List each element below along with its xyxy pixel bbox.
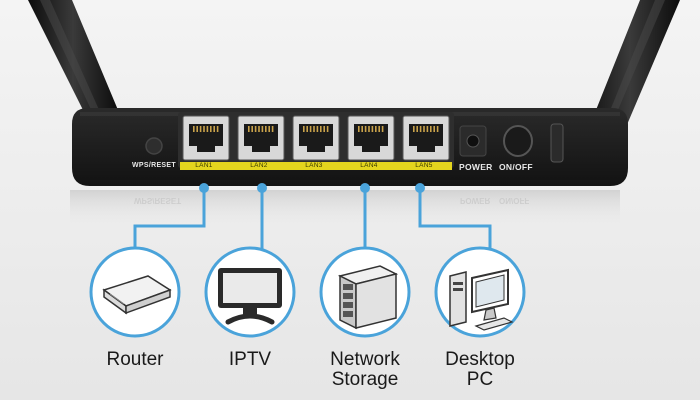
wps-reset-reflection: WPS/RESET — [134, 196, 182, 205]
line-router — [133, 188, 206, 252]
onoff-switch — [503, 125, 533, 157]
port-label-lan1: LAN1 — [195, 162, 213, 169]
lan-port-lan1 — [182, 115, 230, 161]
caption-iptv: IPTV — [228, 349, 272, 370]
onoff-label: ON/OFF — [499, 162, 533, 172]
onoff-reflection: ON/OFF — [499, 196, 530, 205]
power-reflection: POWER — [460, 196, 491, 205]
desktop-pc-icon — [449, 268, 514, 331]
port-label-lan5: LAN5 — [415, 162, 433, 169]
lan-port-lan3 — [292, 115, 340, 161]
wps-reset-label: WPS/RESET — [132, 162, 176, 169]
power-jack-hole — [466, 134, 480, 148]
lan-ports — [182, 115, 450, 161]
line-desktop — [418, 188, 492, 252]
line-dots — [199, 183, 425, 193]
caption-network-storage: Network Storage — [330, 349, 400, 390]
caption-desktop-pc: Desktop PC — [445, 349, 515, 390]
side-connector — [550, 123, 564, 163]
left-antenna — [28, 0, 118, 128]
device-reflection — [70, 190, 620, 230]
lan-port-lan2 — [237, 115, 285, 161]
port-label-lan4: LAN4 — [360, 162, 378, 169]
caption-router: Router — [106, 349, 164, 370]
port-label-lan3: LAN3 — [305, 162, 323, 169]
power-label: POWER — [459, 162, 493, 172]
wps-button — [145, 137, 163, 155]
nas-icon — [337, 265, 399, 330]
router-icon — [102, 275, 172, 315]
tv-icon — [218, 268, 282, 325]
port-strip — [180, 162, 452, 170]
port-label-lan2: LAN2 — [250, 162, 268, 169]
lan-port-lan4 — [347, 115, 395, 161]
lan-port-lan5 — [402, 115, 450, 161]
connection-lines — [133, 188, 492, 252]
